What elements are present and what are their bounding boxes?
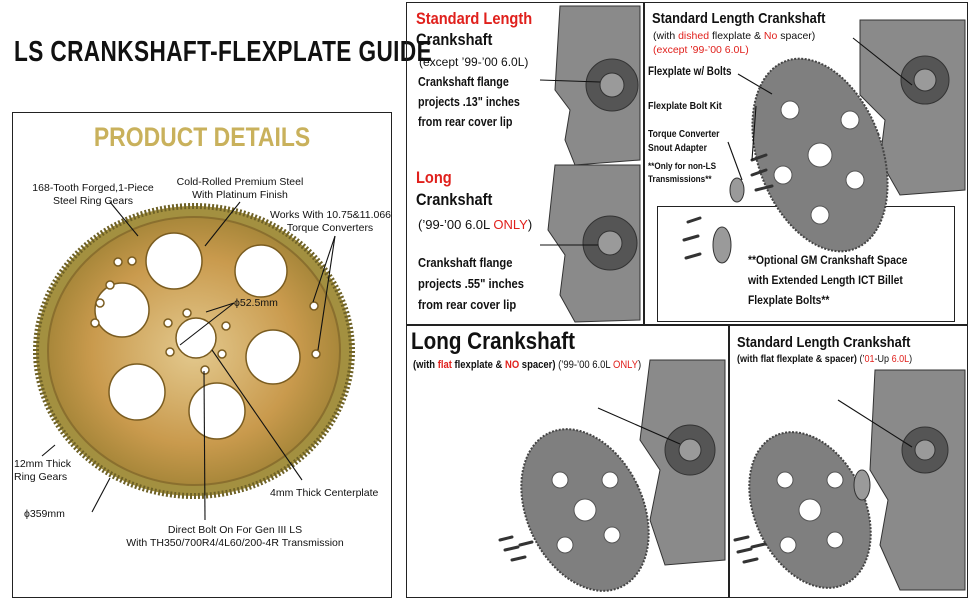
centerplate-label: 4mm Thick Centerplate <box>270 487 379 499</box>
steel-label: Cold-Rolled Premium Steel With Platinum … <box>176 176 304 201</box>
install-guide-panel <box>406 2 968 598</box>
standard-bottom-title: Standard Length Crankshaft <box>737 334 911 351</box>
outer-diameter-label: ϕ359mm <box>24 508 65 520</box>
long-left-flange: Crankshaft flange projects .55" inches f… <box>418 255 524 312</box>
long-bottom-sub: (with flat flexplate & NO spacer) (’99-’… <box>413 359 642 371</box>
standard-bottom-sub: (with flat flexplate & spacer) (’01-Up 6… <box>737 353 913 365</box>
standard-left-flange: Crankshaft flange projects .13" inches f… <box>418 75 520 129</box>
non-ls-note: **Only for non-LS Transmissions** <box>648 161 717 185</box>
flexplate-bolts-label: Flexplate w/ Bolts <box>648 66 732 78</box>
leader-lines <box>41 201 336 521</box>
bolt-on-label: Direct Bolt On For Gen III LS With TH350… <box>126 524 344 549</box>
flexplate-illustration <box>33 201 355 521</box>
product-details-heading: PRODUCT DETAILS <box>93 122 311 152</box>
product-details-panel <box>12 112 392 598</box>
center-diameter-label: ϕ52.5mm <box>234 297 278 309</box>
divider-horizontal <box>406 324 968 326</box>
standard-left-title-red: Standard Length <box>416 9 533 28</box>
long-left-title: Crankshaft <box>416 190 493 209</box>
standard-left-title: Crankshaft <box>416 30 493 49</box>
standard-top-sub2: (except ’99-’00 6.0L) <box>653 44 749 56</box>
divider-bottom <box>728 324 730 598</box>
standard-left-note: (except ’99-’00 6.0L) <box>419 55 529 69</box>
divider-left-column <box>643 2 645 324</box>
bolt-kit-label: Flexplate Bolt Kit <box>648 100 722 112</box>
page-title: LS CRANKSHAFT-FLEXPLATE GUIDE <box>14 36 433 68</box>
standard-top-sub: (with dished flexplate & No spacer) <box>653 30 816 42</box>
optional-note: **Optional GM Crankshaft Space with Exte… <box>748 253 908 307</box>
ring-thickness-label: 12mm Thick Ring Gears <box>14 458 71 483</box>
works-label: Works With 10.75&11.066 Torque Converter… <box>270 209 392 234</box>
long-left-note: (’99-’00 6.0L ONLY) <box>418 217 533 232</box>
tooth-label: 168-Tooth Forged,1-Piece Steel Ring Gear… <box>32 182 154 207</box>
flexplate-holes <box>90 232 321 440</box>
torque-converter-label: Torque Converter Snout Adapter <box>648 129 720 154</box>
standard-top-title: Standard Length Crankshaft <box>652 10 826 27</box>
long-left-title-red: Long <box>416 168 452 187</box>
long-bottom-title: Long Crankshaft <box>411 328 575 355</box>
